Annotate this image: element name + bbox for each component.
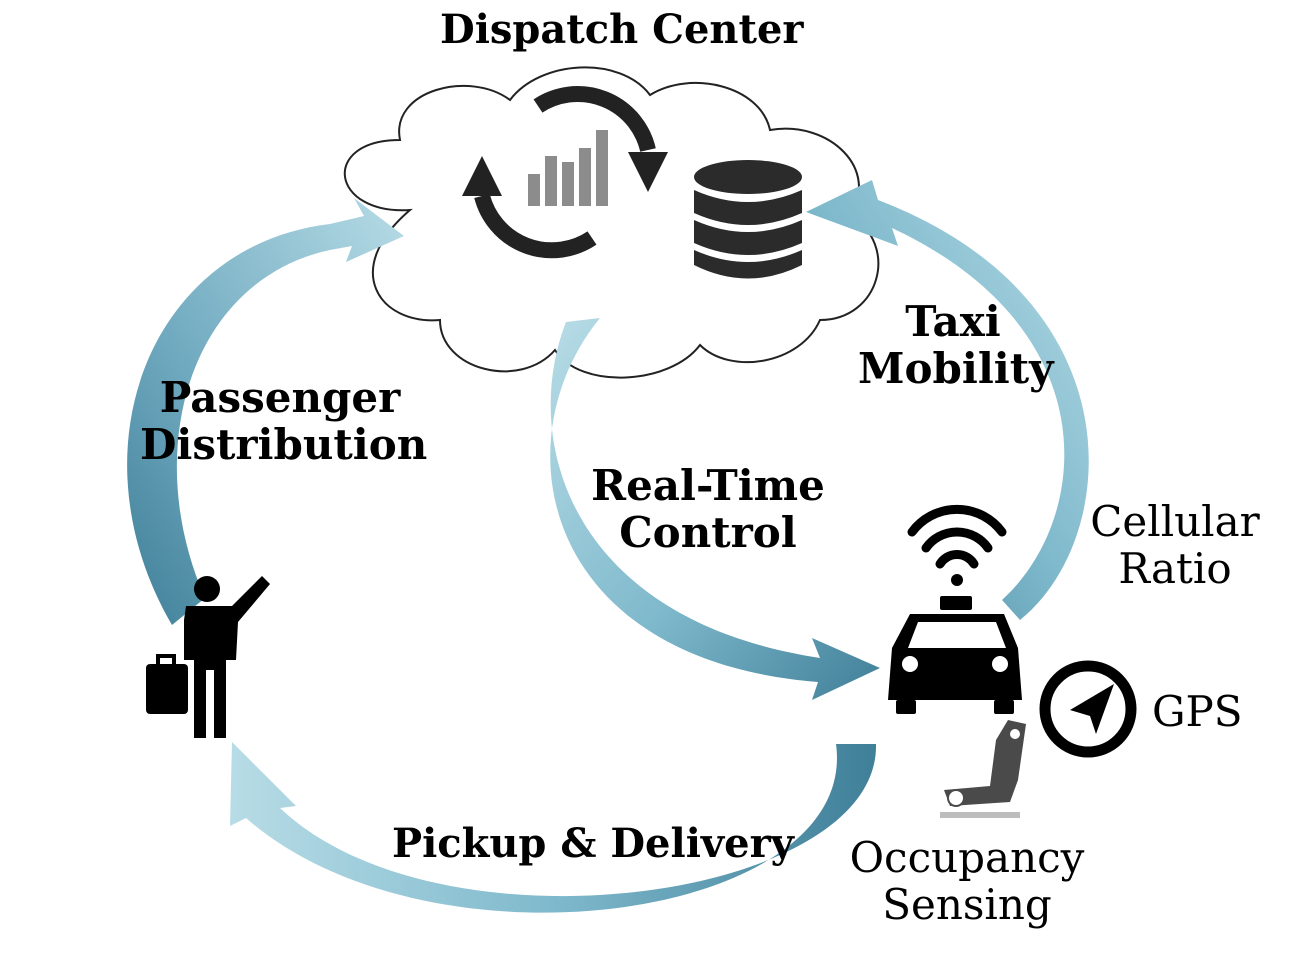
realtime-control-line2: Control — [619, 508, 797, 558]
cellular-ratio-label: Cellular Ratio — [1086, 498, 1264, 592]
database-icon — [694, 160, 802, 279]
occupancy-sensing-label: Occupancy Sensing — [848, 834, 1086, 928]
occupancy-sensing-line2: Sensing — [882, 880, 1052, 930]
taxi-icon — [888, 596, 1022, 714]
taxi-mobility-arrow — [806, 180, 1089, 620]
taxi-mobility-line2: Mobility — [858, 344, 1054, 394]
cellular-ratio-line2: Ratio — [1118, 544, 1232, 594]
traveler-hailing-icon — [146, 576, 270, 738]
refresh-cycle-icon — [474, 86, 656, 259]
realtime-control-label: Real-Time Control — [588, 462, 828, 556]
occupancy-sensing-line1: Occupancy — [849, 833, 1085, 882]
compass-gps-icon — [1039, 660, 1137, 758]
passenger-distribution-line1: Passenger — [159, 373, 401, 422]
realtime-control-arrow — [550, 318, 880, 700]
passenger-distribution-line2: Distribution — [140, 420, 428, 470]
car-seat-icon — [940, 720, 1026, 818]
taxi-mobility-label: Taxi Mobility — [858, 297, 1054, 394]
taxi-mobility-line1: Taxi — [905, 297, 1001, 346]
realtime-control-line1: Real-Time — [591, 461, 825, 510]
pickup-delivery-label: Pickup & Delivery — [392, 820, 794, 867]
passenger-distribution-label: Passenger Distribution — [140, 373, 428, 470]
passenger-distribution-arrow — [127, 198, 404, 625]
bar-chart-icon — [528, 130, 608, 206]
gps-label: GPS — [1152, 687, 1243, 736]
wifi-signal-icon — [907, 504, 1007, 569]
cellular-ratio-line1: Cellular — [1090, 497, 1260, 546]
dispatch-center-title: Dispatch Center — [440, 6, 804, 53]
